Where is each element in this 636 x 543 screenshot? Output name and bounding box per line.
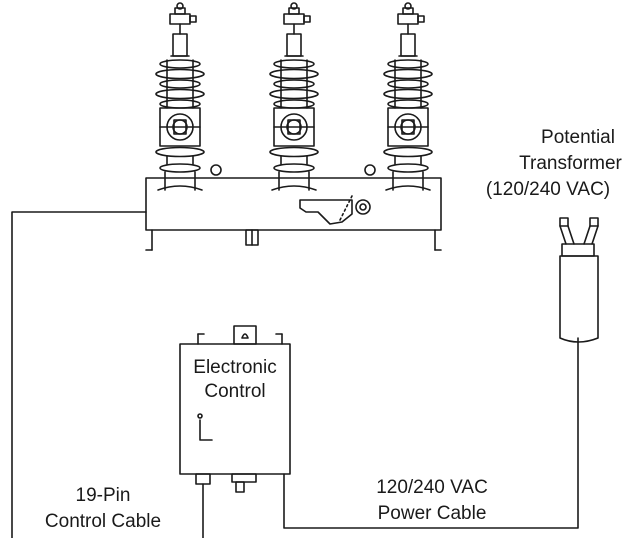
electronic-control-cabinet-icon (179, 325, 291, 493)
control-cable-line (11, 211, 204, 539)
control-cable-label-line-1: 19-Pin (75, 485, 131, 506)
power-cable-line (283, 341, 579, 529)
pt-label-line-3: (120/240 VAC) (485, 179, 611, 200)
bushing-right-icon (383, 2, 433, 191)
bushing-center-icon (269, 2, 319, 191)
power-cable-label-line-1: 120/240 VAC (376, 477, 488, 498)
pt-label-line-2: Transformer (519, 153, 622, 174)
power-cable-label-line-2: Power Cable (377, 503, 487, 524)
recloser-tank (145, 177, 442, 251)
potential-transformer-icon (559, 217, 599, 343)
ec-label-line-2: Control (204, 381, 266, 402)
lifting-eye-icon (364, 164, 376, 176)
lifting-eye-icon (210, 164, 222, 176)
ec-label-line-1: Electronic (193, 357, 277, 378)
pt-label-line-1: Potential (541, 127, 615, 148)
bushing-left-icon (155, 2, 205, 191)
control-cable-label-line-2: Control Cable (44, 511, 162, 532)
